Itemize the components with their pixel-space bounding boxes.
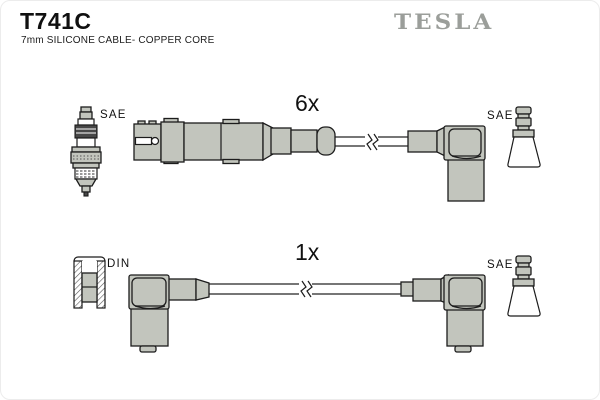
cable-1x-diagram: 1x DIN xyxy=(73,239,541,353)
sae-label-bottom-right: SAE xyxy=(487,259,514,271)
cable-assembly-6x xyxy=(133,117,486,202)
cable-assembly-1x xyxy=(128,273,486,353)
coil-connector xyxy=(133,117,336,165)
connector-slot xyxy=(134,136,153,146)
sae-label-top-left: SAE xyxy=(100,109,127,121)
quantity-label-1x: 1x xyxy=(295,239,320,265)
tesla-logo: TESLA xyxy=(394,9,495,35)
quantity-label-6x: 6x xyxy=(295,90,320,116)
wire-break-mark xyxy=(299,280,313,298)
cable-6x-diagram: 6x xyxy=(70,90,541,202)
right-angled-boot xyxy=(400,273,486,353)
sae-label-top-right: SAE xyxy=(487,110,514,122)
wire-break-mark xyxy=(365,133,379,151)
strain-relief xyxy=(316,126,336,156)
din-label: DIN xyxy=(107,258,130,270)
left-angled-boot xyxy=(128,274,210,353)
angled-plug-boot xyxy=(407,125,486,202)
din-socket-icon xyxy=(73,256,106,309)
part-number: T741C xyxy=(20,8,92,34)
cable-spec: 7mm SILICONE CABLE- COPPER CORE xyxy=(21,35,215,46)
spark-plug-icon xyxy=(70,106,102,197)
